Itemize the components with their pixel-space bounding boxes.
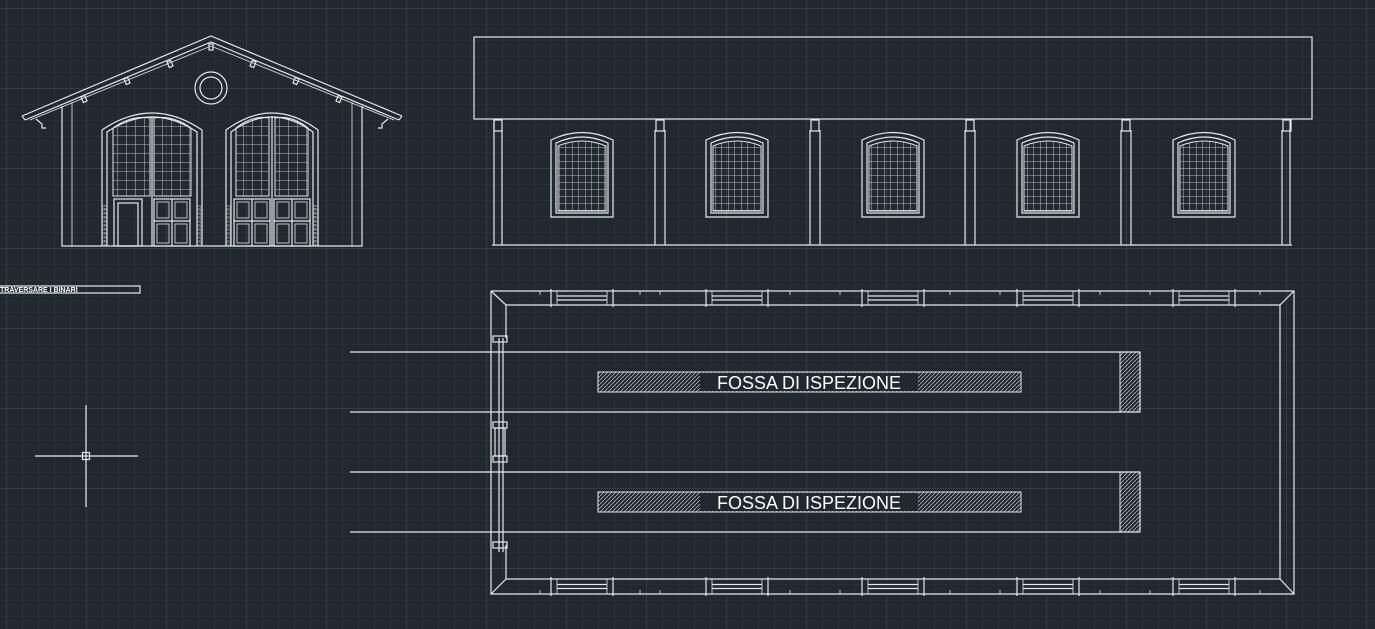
side-elevation[interactable] <box>473 36 1313 246</box>
floor-plan[interactable]: FOSSA DI ISPEZIONE FOSSA DI ISPEZIONE <box>350 289 1295 596</box>
side-walls <box>492 119 1292 246</box>
side-windows <box>550 131 1236 218</box>
rails <box>350 351 1141 533</box>
front-portal-left <box>101 112 203 247</box>
side-pilasters <box>493 119 1292 245</box>
inspection-pit-bottom[interactable]: FOSSA DI ISPEZIONE <box>597 491 1022 513</box>
pit-label-top: FOSSA DI ISPEZIONE <box>717 373 901 393</box>
plan-walls <box>490 290 1295 595</box>
front-portal-right <box>225 112 319 247</box>
front-roof <box>21 35 403 129</box>
inspection-pit-top[interactable]: FOSSA DI ISPEZIONE <box>597 371 1022 393</box>
front-walls <box>61 71 363 247</box>
front-elevation[interactable] <box>21 35 403 247</box>
side-roof <box>473 36 1313 120</box>
plan-windows <box>539 289 1261 596</box>
note-text: TRAVERSARE I BINARI <box>0 287 78 294</box>
pit-label-bottom: FOSSA DI ISPEZIONE <box>717 493 901 513</box>
note-label[interactable]: TRAVERSARE I BINARI <box>0 285 141 294</box>
crosshair-cursor-icon <box>35 405 138 507</box>
